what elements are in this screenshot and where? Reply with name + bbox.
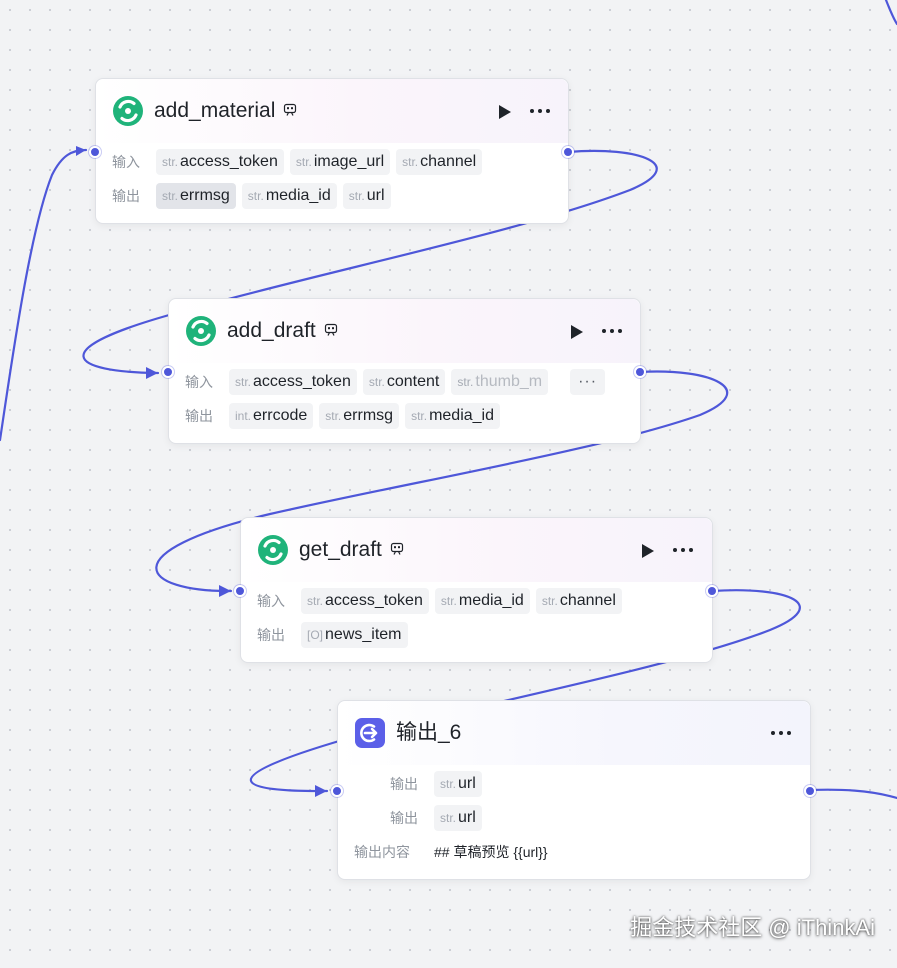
- output-port[interactable]: [706, 585, 718, 597]
- input-port[interactable]: [89, 146, 101, 158]
- wire-output-to-next: [808, 788, 897, 800]
- play-icon[interactable]: [641, 543, 655, 559]
- param-channel[interactable]: str.channel: [535, 588, 622, 614]
- input-port[interactable]: [162, 366, 174, 378]
- param-access-token[interactable]: str.access_token: [156, 149, 284, 175]
- output-row: 输出 str.url: [354, 805, 482, 831]
- param-errmsg[interactable]: str.errmsg: [156, 183, 236, 209]
- output-label: 输出: [390, 810, 418, 826]
- wire-arrow-icon: [315, 785, 327, 797]
- param-media-id[interactable]: str.media_id: [405, 403, 501, 429]
- param-news-item[interactable]: [O]news_item: [301, 622, 408, 648]
- node-add-draft[interactable]: add_draft 输入 str.access_token str.conten…: [162, 298, 646, 444]
- inputs-row: 输入 str.access_token str.image_url str.ch…: [112, 149, 483, 175]
- param-channel[interactable]: str.channel: [396, 149, 483, 175]
- wire-arrow-icon: [146, 367, 158, 379]
- output-content-value[interactable]: ## 草稿预览 {{url}}: [434, 844, 548, 860]
- outputs-row: 输出 [O]news_item: [257, 622, 408, 648]
- input-port[interactable]: [331, 785, 343, 797]
- node-title: 输出_6: [396, 721, 462, 744]
- param-access-token[interactable]: str.access_token: [229, 369, 357, 395]
- watermark: 掘金技术社区 @ iThinkAi: [630, 915, 875, 940]
- inputs-label: 输入: [257, 593, 285, 609]
- param-image-url[interactable]: str.image_url: [289, 149, 391, 175]
- param-errmsg[interactable]: str.errmsg: [319, 403, 400, 429]
- node-output-6[interactable]: 输出_6 输出 str.url 输出 str.url 输出内容 ## 草稿预览 …: [331, 700, 816, 880]
- node-header: [96, 79, 568, 143]
- outputs-row: 输出 str.errmsg str.media_id str.url: [112, 183, 391, 209]
- node-get-draft[interactable]: get_draft 输入 str.access_token str.media_…: [234, 517, 718, 663]
- plugin-badge-icon: [324, 323, 337, 336]
- param-media-id[interactable]: str.media_id: [434, 588, 530, 614]
- plugin-badge-icon: [390, 542, 404, 555]
- output-row: 输出 str.url: [354, 771, 482, 797]
- node-header: [169, 299, 640, 363]
- output-content-label: 输出内容: [354, 844, 410, 860]
- output-content-row: 输出内容 ## 草稿预览 {{url}}: [354, 839, 548, 865]
- param-content[interactable]: str.content: [362, 369, 446, 395]
- play-icon[interactable]: [498, 104, 512, 120]
- outputs-label: 输出: [257, 627, 285, 643]
- plugin-logo-icon: [113, 96, 143, 126]
- more-icon[interactable]: [769, 723, 793, 743]
- param-url[interactable]: str.url: [342, 183, 391, 209]
- node-header: [338, 701, 810, 765]
- node-add-material[interactable]: add_material 输入 str.access_token str.ima…: [89, 78, 574, 224]
- more-icon[interactable]: [528, 101, 552, 121]
- wire-start-to-add-material: [0, 148, 88, 442]
- node-title: add_draft: [227, 317, 338, 345]
- outputs-row: 输出 int.errcode str.errmsg str.media_id: [185, 403, 501, 429]
- wire-top-right: [884, 0, 897, 26]
- node-title: add_material: [154, 97, 297, 125]
- inputs-row: 输入 str.access_token str.content str.thum…: [185, 369, 606, 395]
- output-port[interactable]: [804, 785, 816, 797]
- param-url[interactable]: str.url: [434, 805, 482, 831]
- wire-arrow-icon: [76, 146, 86, 156]
- param-thumb-media[interactable]: str.thumb_m: [451, 369, 549, 395]
- inputs-row: 输入 str.access_token str.media_id str.cha…: [257, 588, 622, 614]
- inputs-label: 输入: [185, 374, 213, 390]
- outputs-label: 输出: [185, 408, 213, 424]
- plugin-badge-icon: [284, 103, 297, 116]
- inputs-label: 输入: [112, 154, 140, 170]
- param-errcode[interactable]: int.errcode: [229, 403, 314, 429]
- wire-arrow-icon: [219, 585, 231, 597]
- node-header: [241, 518, 712, 582]
- param-media-id[interactable]: str.media_id: [241, 183, 337, 209]
- input-port[interactable]: [234, 585, 246, 597]
- outputs-label: 输出: [112, 188, 140, 204]
- plugin-logo-icon: [258, 535, 288, 565]
- more-icon[interactable]: [600, 321, 624, 341]
- play-icon[interactable]: [570, 324, 584, 340]
- output-label: 输出: [390, 776, 418, 792]
- output-arrow-icon: [355, 718, 385, 748]
- output-port[interactable]: [634, 366, 646, 378]
- more-icon[interactable]: [671, 540, 695, 560]
- param-access-token[interactable]: str.access_token: [301, 588, 429, 614]
- param-url[interactable]: str.url: [434, 771, 482, 797]
- output-port[interactable]: [562, 146, 574, 158]
- plugin-logo-icon: [186, 316, 216, 346]
- node-title: get_draft: [299, 536, 404, 564]
- more-params-button[interactable]: ···: [570, 369, 606, 395]
